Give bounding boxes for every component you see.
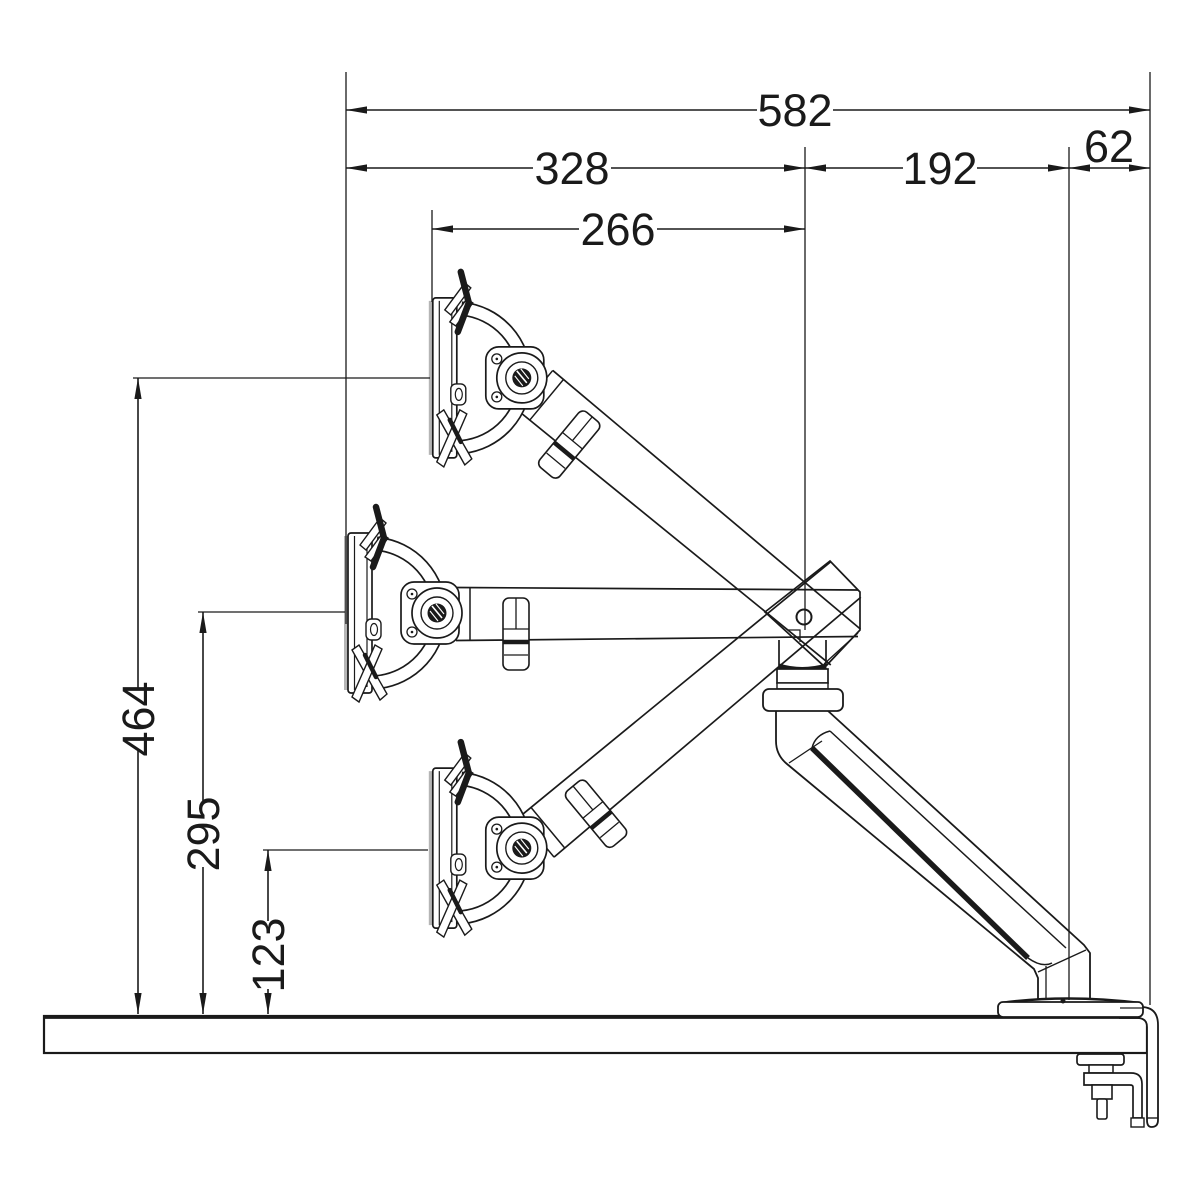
dim-label-extension-mid: 266 xyxy=(580,204,655,255)
dim-label-height-mid: 295 xyxy=(178,796,229,871)
clamp-screw-shaft xyxy=(1096,1098,1108,1120)
dim-label-elbow-to-base: 192 xyxy=(902,143,977,194)
clamp-upper-pad xyxy=(1076,1053,1125,1066)
desk-surface xyxy=(42,1014,1149,1055)
elbow-collar xyxy=(762,640,844,712)
gas-spring-slot xyxy=(810,746,1030,960)
vesa-head-high xyxy=(431,272,547,467)
dim-label-height-low: 123 xyxy=(243,917,294,992)
dim-label-base-to-desk-edge: 62 xyxy=(1084,121,1134,172)
elbow-joint xyxy=(763,559,861,669)
lower-arm xyxy=(775,709,1091,1003)
dimension-lines xyxy=(137,109,1150,1014)
dim-label-height-high: 464 xyxy=(113,681,164,756)
dim-label-total-reach: 582 xyxy=(757,85,832,136)
dim-label-extension-full: 328 xyxy=(534,143,609,194)
clamp-screw-nut xyxy=(1091,1084,1113,1100)
vesa-head-low xyxy=(431,742,547,937)
extension-lines xyxy=(133,72,1151,1005)
vesa-head-mid xyxy=(346,507,462,702)
arm-base xyxy=(997,997,1144,1018)
desk-clamp xyxy=(1076,1006,1159,1128)
upper-arm-mid xyxy=(456,587,858,670)
dimension-arrows xyxy=(134,106,1150,1014)
dimension-labels: 582 328 192 62 266 464 295 123 xyxy=(113,85,1134,993)
